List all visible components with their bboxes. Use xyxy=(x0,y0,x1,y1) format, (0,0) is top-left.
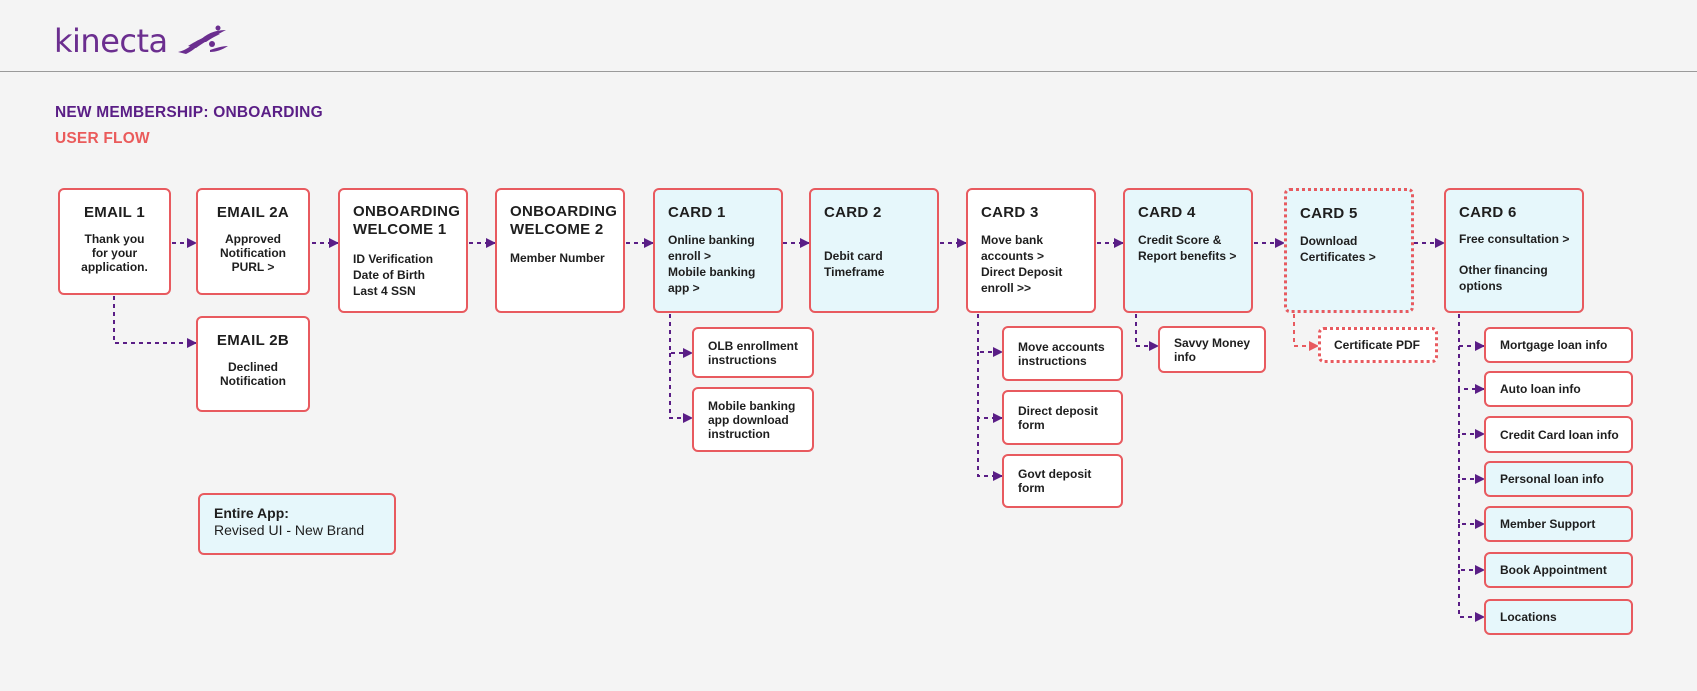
note-entire-app: Entire App: Revised UI - New Brand xyxy=(198,493,396,555)
card3-sub-direct: Direct deposit form xyxy=(1002,390,1123,445)
arrow-card5-certificate xyxy=(1293,314,1319,351)
kinecta-logo: kinecta xyxy=(54,22,230,60)
arrow-card4-sub1 xyxy=(1135,314,1159,351)
card3-sub-move: Move accounts instructions xyxy=(1002,326,1123,381)
step-title: CARD 2 xyxy=(824,204,882,221)
step-title: CARD 1 xyxy=(668,204,726,221)
arrow-email1-email2b xyxy=(113,296,197,348)
step-body: Other financing options xyxy=(1459,263,1548,293)
step-title: CARD 6 xyxy=(1459,204,1517,221)
arrow-card6-sub2 xyxy=(1458,346,1485,394)
brand-name: kinecta xyxy=(54,22,168,60)
step-body: Debit card Timeframe xyxy=(824,249,885,279)
step-body: Move bank accounts > Direct Deposit enro… xyxy=(981,233,1063,295)
arrow-card6-sub5 xyxy=(1458,479,1485,529)
card6-sub-member-support: Member Support xyxy=(1484,506,1633,542)
page-subtitle: USER FLOW xyxy=(55,130,150,147)
step-title: EMAIL 2A xyxy=(216,204,290,221)
card6-sub-credit-card: Credit Card loan info xyxy=(1484,416,1633,453)
step-email1: EMAIL 1 Thank you for your application. xyxy=(58,188,171,295)
arrow-card3-sub1 xyxy=(977,314,1003,357)
step-card1: CARD 1 Online banking enroll > Mobile ba… xyxy=(653,188,783,313)
step-title: ONBOARDING WELCOME 1 xyxy=(353,203,461,238)
card5-sub-certificate: Certificate PDF xyxy=(1318,327,1438,363)
step-title: ONBOARDING WELCOME 2 xyxy=(510,203,618,238)
step-card2: CARD 2 Debit card Timeframe xyxy=(809,188,939,313)
arrow-card3-sub2 xyxy=(977,352,1003,423)
step-body: Download Certificates > xyxy=(1300,234,1376,264)
arrow-card6-sub7 xyxy=(1458,570,1485,622)
card1-sub-olb: OLB enrollment instructions xyxy=(692,327,814,378)
arrow-card6-sub6 xyxy=(1458,524,1485,575)
card6-sub-personal: Personal loan info xyxy=(1484,461,1633,497)
step-body: Member Number xyxy=(510,251,605,265)
step-email2b: EMAIL 2B Declined Notification xyxy=(196,316,310,412)
step-card4: CARD 4 Credit Score & Report benefits > xyxy=(1123,188,1253,313)
card4-sub-savvy: Savvy Money info xyxy=(1158,326,1266,373)
step-body: Credit Score & Report benefits > xyxy=(1138,233,1237,263)
step-body: Online banking enroll > Mobile banking a… xyxy=(668,233,756,295)
card1-sub-mobile: Mobile banking app download instruction xyxy=(692,387,814,452)
arrow-card6-sub4 xyxy=(1458,434,1485,484)
step-body: Approved Notification PURL > xyxy=(220,232,286,274)
arrow-card3-sub3 xyxy=(977,418,1003,481)
step-welcome1: ONBOARDING WELCOME 1 ID Verification Dat… xyxy=(338,188,468,313)
card6-sub-locations: Locations xyxy=(1484,599,1633,635)
note-text: Revised UI - New Brand xyxy=(214,522,365,538)
step-title: CARD 5 xyxy=(1300,205,1358,222)
card3-sub-govt: Govt deposit form xyxy=(1002,454,1123,508)
step-card6: CARD 6 Free consultation > Other financi… xyxy=(1444,188,1584,313)
arrow-card1-sub1 xyxy=(669,314,693,358)
step-body: Thank you for your application. xyxy=(81,232,148,274)
step-card3: CARD 3 Move bank accounts > Direct Depos… xyxy=(966,188,1096,313)
step-email2a: EMAIL 2A Approved Notification PURL > xyxy=(196,188,310,295)
kinecta-swirl-logo-icon xyxy=(177,25,228,54)
card6-sub-mortgage: Mortgage loan info xyxy=(1484,327,1633,363)
header-divider xyxy=(0,71,1697,72)
step-body: Declined Notification xyxy=(220,360,286,388)
step-welcome2: ONBOARDING WELCOME 2 Member Number xyxy=(495,188,625,313)
step-body: ID Verification Date of Birth Last 4 SSN xyxy=(353,252,434,298)
card6-sub-auto: Auto loan info xyxy=(1484,371,1633,407)
step-title: CARD 3 xyxy=(981,204,1039,221)
arrow-card6-sub3 xyxy=(1458,389,1485,439)
step-card5: CARD 5 Download Certificates > xyxy=(1284,188,1414,313)
step-title: EMAIL 1 xyxy=(83,204,145,221)
step-title: EMAIL 2B xyxy=(216,332,290,349)
step-title: CARD 4 xyxy=(1138,204,1196,221)
note-heading: Entire App: xyxy=(214,505,289,521)
arrow-card1-sub2 xyxy=(669,353,693,423)
card6-sub-book-appointment: Book Appointment xyxy=(1484,552,1633,588)
arrow-card6-sub1 xyxy=(1458,314,1485,351)
step-body: Free consultation > xyxy=(1459,232,1570,246)
page-title: NEW MEMBERSHIP: ONBOARDING xyxy=(55,104,323,121)
